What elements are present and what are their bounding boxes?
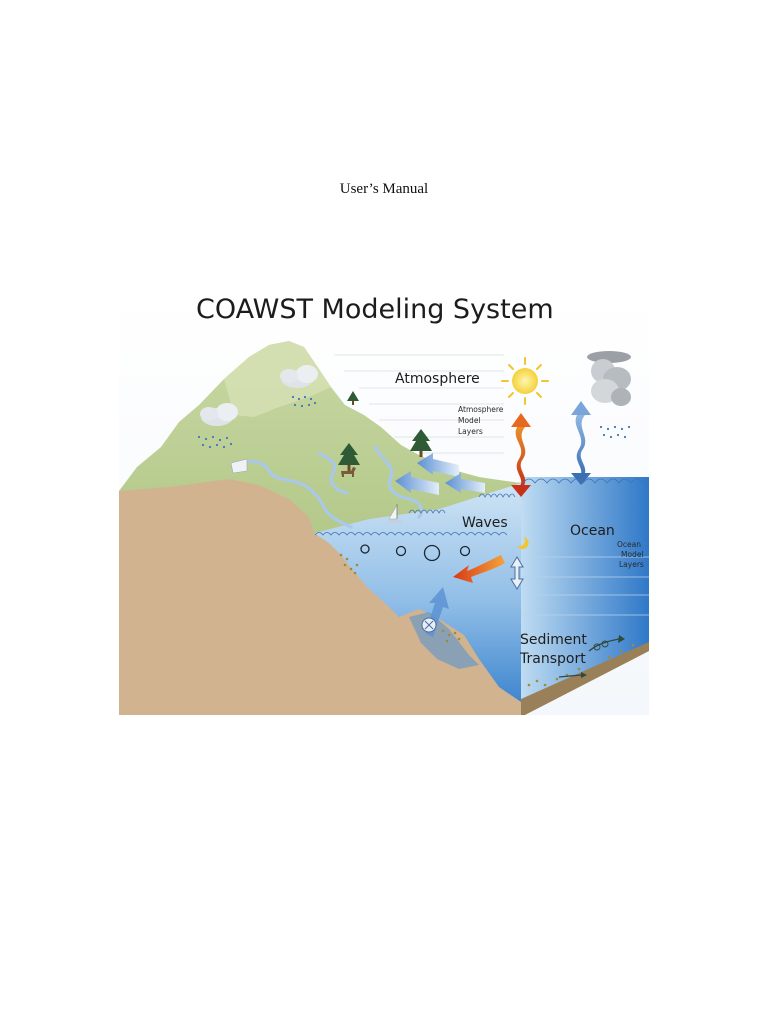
label-ocean-layers-3: Layers bbox=[619, 560, 644, 569]
label-atmosphere: Atmosphere bbox=[395, 371, 480, 387]
label-transport: Transport bbox=[519, 651, 586, 667]
river-network bbox=[235, 445, 423, 529]
coawst-diagram: COAWST Modeling System bbox=[119, 287, 649, 715]
moisture-flux-arrow bbox=[571, 401, 591, 485]
tree-icon bbox=[338, 443, 360, 471]
label-ocean: Ocean bbox=[570, 523, 615, 539]
atmosphere-layer-lines bbox=[334, 354, 504, 454]
upwelling-arrow bbox=[421, 587, 449, 637]
sailboat-icon bbox=[388, 504, 403, 523]
ocean-layer-lines bbox=[523, 556, 649, 616]
rain-icon bbox=[599, 425, 631, 439]
label-ocean-layers-2: Model bbox=[621, 550, 644, 559]
rain-icon bbox=[291, 395, 317, 408]
heat-flux-arrow bbox=[511, 413, 531, 497]
current-arrow bbox=[453, 555, 505, 583]
ocean-water bbox=[314, 483, 521, 702]
rain-icon bbox=[197, 435, 233, 449]
tree-icon bbox=[347, 391, 359, 405]
tree-icons bbox=[338, 391, 432, 471]
label-atmosphere-layers-2: Model bbox=[458, 416, 481, 425]
storm-cloud-icon bbox=[587, 351, 631, 406]
page-header: User’s Manual bbox=[339, 181, 429, 197]
label-atmosphere-layers-3: Layers bbox=[458, 427, 483, 436]
vertical-mixing-arrow bbox=[510, 556, 524, 590]
label-ocean-layers-1: Ocean bbox=[617, 540, 641, 549]
ocean-side-face bbox=[521, 477, 649, 703]
cloud-icon bbox=[200, 403, 238, 426]
label-atmosphere-layers-1: Atmosphere bbox=[458, 405, 504, 414]
sediment-particles bbox=[339, 553, 635, 687]
sun-icon bbox=[501, 357, 549, 405]
label-waves: Waves bbox=[462, 515, 508, 531]
cloud-icon bbox=[280, 365, 318, 388]
moon-icon bbox=[517, 537, 529, 549]
wave-surface bbox=[314, 478, 644, 536]
wind-arrows bbox=[395, 453, 485, 495]
label-sediment: Sediment bbox=[520, 632, 587, 648]
seafloor-edge bbox=[521, 642, 649, 715]
mountain-highlight bbox=[224, 341, 331, 417]
sediment-transport-arrow bbox=[558, 635, 625, 678]
moose-icon bbox=[341, 467, 356, 477]
coawst-figure: COAWST Modeling System bbox=[119, 287, 649, 715]
tree-icon bbox=[410, 429, 432, 457]
figure-title: COAWST Modeling System bbox=[196, 294, 554, 325]
eddy-icons bbox=[360, 544, 471, 562]
dam-icon bbox=[230, 458, 248, 474]
